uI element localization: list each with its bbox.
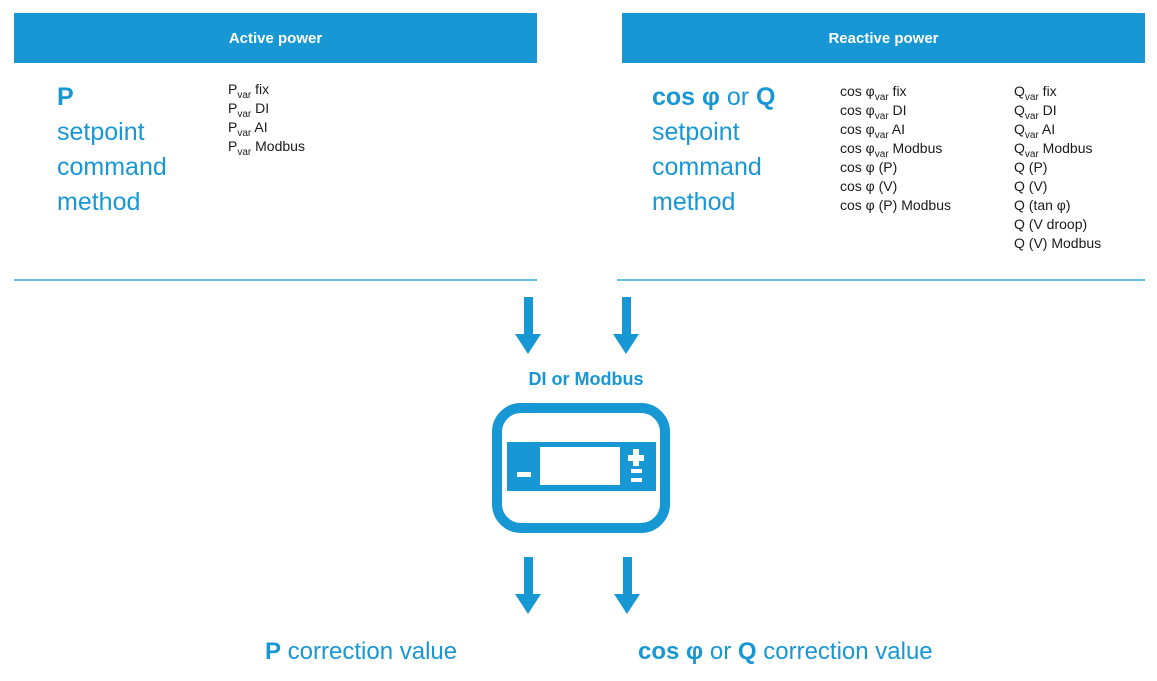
reactive-power-title-line: setpoint — [652, 118, 740, 146]
reactive-power-title-line: method — [652, 188, 736, 216]
method-item: Qvar fix — [1014, 83, 1057, 103]
method-item: Q (V) Modbus — [1014, 235, 1102, 251]
reactive-power-divider — [617, 279, 1145, 281]
method-item: Pvar AI — [228, 119, 268, 139]
reactive-power-title: cos φ or Q setpoint command method — [652, 80, 776, 220]
method-item: Pvar fix — [228, 81, 270, 101]
active-power-title-line: setpoint — [57, 118, 145, 146]
active-power-title: P setpoint command method — [57, 80, 167, 220]
method-item: cos φ (P) — [840, 159, 898, 175]
reactive-power-header: Reactive power — [622, 13, 1145, 63]
method-item: Pvar Modbus — [228, 138, 305, 158]
method-item: cos φ (P) Modbus — [840, 197, 952, 213]
reactive-power-title-line: command — [652, 153, 762, 181]
method-item: Q (tan φ) — [1014, 197, 1071, 213]
q-method-list: Qvar fix Qvar DI Qvar AI Qvar Modbus Q (… — [1014, 82, 1101, 253]
down-arrow-icon — [614, 557, 640, 614]
method-item: Q (V) — [1014, 178, 1048, 194]
reactive-power-title-symbol-q: Q — [756, 83, 776, 111]
active-power-title-line: method — [57, 188, 141, 216]
cos-phi-method-list: cos φvar fix cos φvar DI cos φvar AI cos… — [840, 82, 951, 215]
method-item: cos φvar fix — [840, 83, 907, 103]
active-power-header-label: Active power — [228, 29, 323, 47]
method-item: cos φvar DI — [840, 102, 907, 122]
q-correction-output-label: cos φ or Q correction value — [638, 638, 933, 665]
method-item: Pvar DI — [228, 100, 270, 120]
active-power-title-line: command — [57, 153, 167, 181]
reactive-power-title-or: or — [719, 83, 757, 111]
device-connection-label: DI or Modbus — [528, 369, 644, 389]
active-power-header: Active power — [14, 13, 537, 63]
active-power-title-symbol: P — [57, 83, 74, 111]
method-item: Q (P) — [1014, 159, 1048, 175]
p-correction-output-label: P correction value — [265, 638, 458, 665]
method-item: cos φvar Modbus — [840, 140, 943, 160]
active-power-method-list: Pvar fix Pvar DI Pvar AI Pvar Modbus — [228, 80, 305, 158]
control-panel-icon — [492, 403, 670, 533]
down-arrow-icon — [613, 297, 639, 354]
method-item: Q (V droop) — [1014, 216, 1088, 232]
method-item: Qvar AI — [1014, 121, 1056, 141]
method-item: cos φvar AI — [840, 121, 906, 141]
down-arrow-icon — [515, 297, 541, 354]
down-arrow-icon — [515, 557, 541, 614]
reactive-power-header-label: Reactive power — [828, 29, 939, 47]
method-item: cos φ (V) — [840, 178, 898, 194]
active-power-divider — [14, 279, 537, 281]
method-item: Qvar Modbus — [1014, 140, 1093, 160]
reactive-power-title-symbol-cosphi: cos φ — [652, 83, 720, 111]
method-item: Qvar DI — [1014, 102, 1057, 122]
